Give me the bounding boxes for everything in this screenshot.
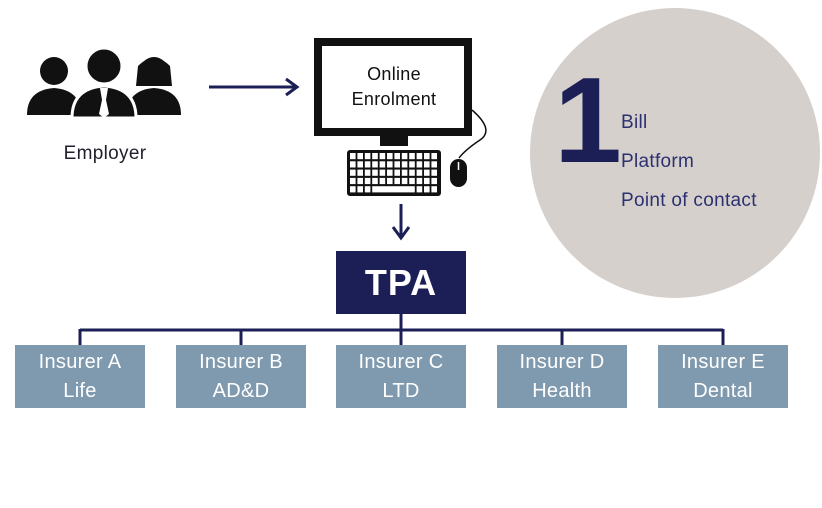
tpa-insurer-connectors (78, 314, 725, 345)
keyboard-icon (347, 150, 441, 196)
keyboard-key (409, 153, 415, 160)
insurer-name: Insurer E (681, 351, 765, 373)
tpa-box: TPA (336, 251, 466, 314)
keyboard-key (424, 177, 430, 185)
insurer-coverage: AD&D (212, 380, 270, 402)
summary-number: 1 (554, 52, 622, 188)
insurer-coverage: LTD (382, 380, 420, 402)
keyboard-key (372, 177, 378, 185)
employees-group-icon (27, 46, 181, 120)
insurer-coverage: Dental (693, 380, 753, 402)
screen-text-line-2: Enrolment (351, 89, 437, 109)
keyboard-key (357, 153, 363, 160)
insurer-box-e: Insurer E Dental (658, 345, 788, 408)
keyboard-key (387, 177, 393, 185)
summary-item-bill: Bill (621, 112, 648, 133)
summary-circle (530, 8, 820, 298)
keyboard-key (357, 177, 363, 185)
insurer-name: Insurer B (199, 351, 283, 373)
mouse-icon (450, 159, 467, 187)
arrow-computer-to-tpa (391, 204, 411, 241)
keyboard-key (431, 186, 437, 193)
keyboard-key (372, 161, 378, 168)
keyboard-key (394, 177, 400, 185)
insurer-box-d: Insurer D Health (497, 345, 627, 408)
keyboard-key (416, 186, 423, 193)
desktop-computer-icon (314, 38, 487, 159)
keyboard-key (416, 177, 423, 185)
keyboard-key (364, 153, 371, 160)
insurer-name: Insurer D (519, 351, 605, 373)
insurer-coverage: Life (63, 380, 97, 402)
keyboard-key (431, 169, 437, 176)
keyboard-key (394, 169, 400, 176)
keyboard-key (416, 153, 423, 160)
keyboard-key (387, 153, 393, 160)
keyboard-key (387, 169, 393, 176)
summary-item-platform: Platform (621, 151, 695, 172)
keyboard-key (357, 169, 363, 176)
keyboard-key (424, 161, 430, 168)
keyboard-key (424, 186, 430, 193)
insurer-box-a: Insurer A Life (15, 345, 145, 408)
arrow-employer-to-computer (209, 77, 300, 97)
keyboard-key (387, 161, 393, 168)
employer-label: Employer (63, 143, 147, 164)
keyboard-key (431, 161, 437, 168)
insurer-coverage: Health (532, 380, 592, 402)
keyboard-key (364, 161, 371, 168)
keyboard-key (364, 186, 371, 193)
keyboard-key (372, 169, 378, 176)
keyboard-key (409, 161, 415, 168)
keyboard-key (409, 169, 415, 176)
keyboard-key (424, 169, 430, 176)
keyboard-key (350, 186, 356, 193)
keyboard-key (394, 161, 400, 168)
keyboard-key (379, 177, 386, 185)
keyboard-key (350, 153, 356, 160)
keyboard-key (431, 153, 437, 160)
insurer-box-b: Insurer B AD&D (176, 345, 306, 408)
insurer-name: Insurer A (38, 351, 122, 373)
keyboard-key (401, 169, 408, 176)
keyboard-key (364, 169, 371, 176)
keyboard-key (416, 169, 423, 176)
online-enrolment-screen: Online Enrolment (322, 62, 466, 112)
keyboard-key (416, 161, 423, 168)
keyboard-key (379, 161, 386, 168)
keyboard-key (372, 153, 378, 160)
keyboard-key (350, 161, 356, 168)
keyboard-key (431, 177, 437, 185)
summary-item-point-of-contact: Point of contact (621, 190, 757, 211)
keyboard-key (394, 153, 400, 160)
keyboard-spacebar (372, 186, 415, 193)
keyboard-key (350, 169, 356, 176)
keyboard-key (401, 153, 408, 160)
keyboard-key (357, 186, 363, 193)
keyboard-key (401, 161, 408, 168)
keyboard-key (364, 177, 371, 185)
keyboard-key (401, 177, 408, 185)
keyboard-key (379, 169, 386, 176)
keyboard-key (350, 177, 356, 185)
keyboard-key (379, 153, 386, 160)
insurer-box-c: Insurer C LTD (336, 345, 466, 408)
keyboard-key (424, 153, 430, 160)
keyboard-key (357, 161, 363, 168)
summary-list: Bill Platform Point of contact (621, 110, 757, 227)
screen-text-line-1: Online (367, 64, 421, 84)
insurer-name: Insurer C (358, 351, 444, 373)
keyboard-key (409, 177, 415, 185)
